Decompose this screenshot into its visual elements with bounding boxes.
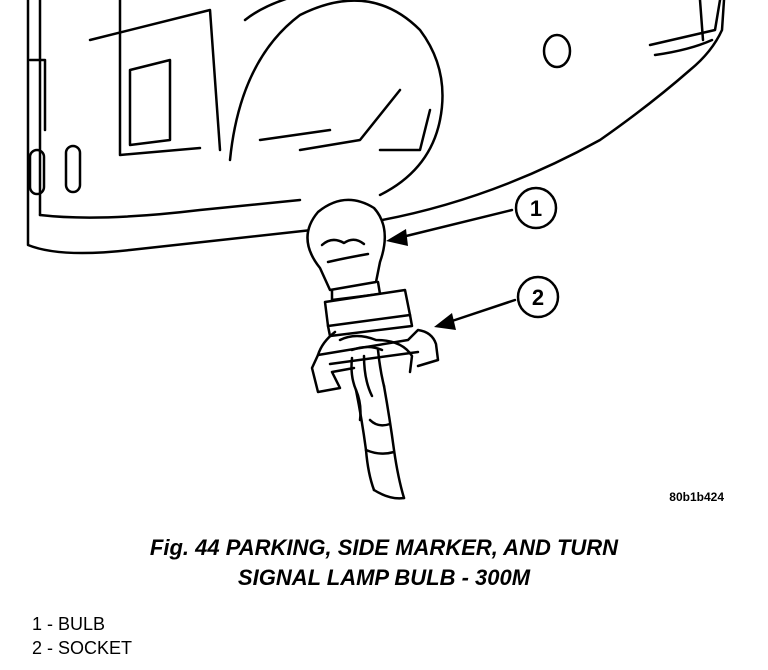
caption-line-1: Fig. 44 PARKING, SIDE MARKER, AND TURN xyxy=(149,535,619,560)
figure-caption: Fig. 44 PARKING, SIDE MARKER, AND TURN S… xyxy=(0,533,768,593)
legend-item-bulb: 1 - BULB xyxy=(32,614,106,634)
lamp-bulb-diagram: 1 2 80b1b424 xyxy=(26,0,726,504)
wire-harness xyxy=(350,348,406,500)
socket xyxy=(310,288,440,394)
bulb-arrowhead xyxy=(386,229,408,246)
socket-arrowhead xyxy=(434,313,456,330)
socket-leader-line xyxy=(444,298,517,325)
callout-leaders xyxy=(396,208,517,325)
parts-legend: 1 - BULB 2 - SOCKET xyxy=(32,612,132,660)
lamp-housing xyxy=(26,0,726,255)
callout-circle-2 xyxy=(516,275,560,319)
caption-line-2: SIGNAL LAMP BULB - 300M xyxy=(237,565,531,590)
callout-number-1: 1 xyxy=(530,196,542,221)
callout-number-2: 2 xyxy=(532,285,544,310)
callout-circle-1 xyxy=(514,186,558,230)
figure-code: 80b1b424 xyxy=(669,490,724,504)
legend-item-socket: 2 - SOCKET xyxy=(32,638,133,658)
bulb xyxy=(306,198,387,302)
bulb-leader-line xyxy=(396,208,514,240)
